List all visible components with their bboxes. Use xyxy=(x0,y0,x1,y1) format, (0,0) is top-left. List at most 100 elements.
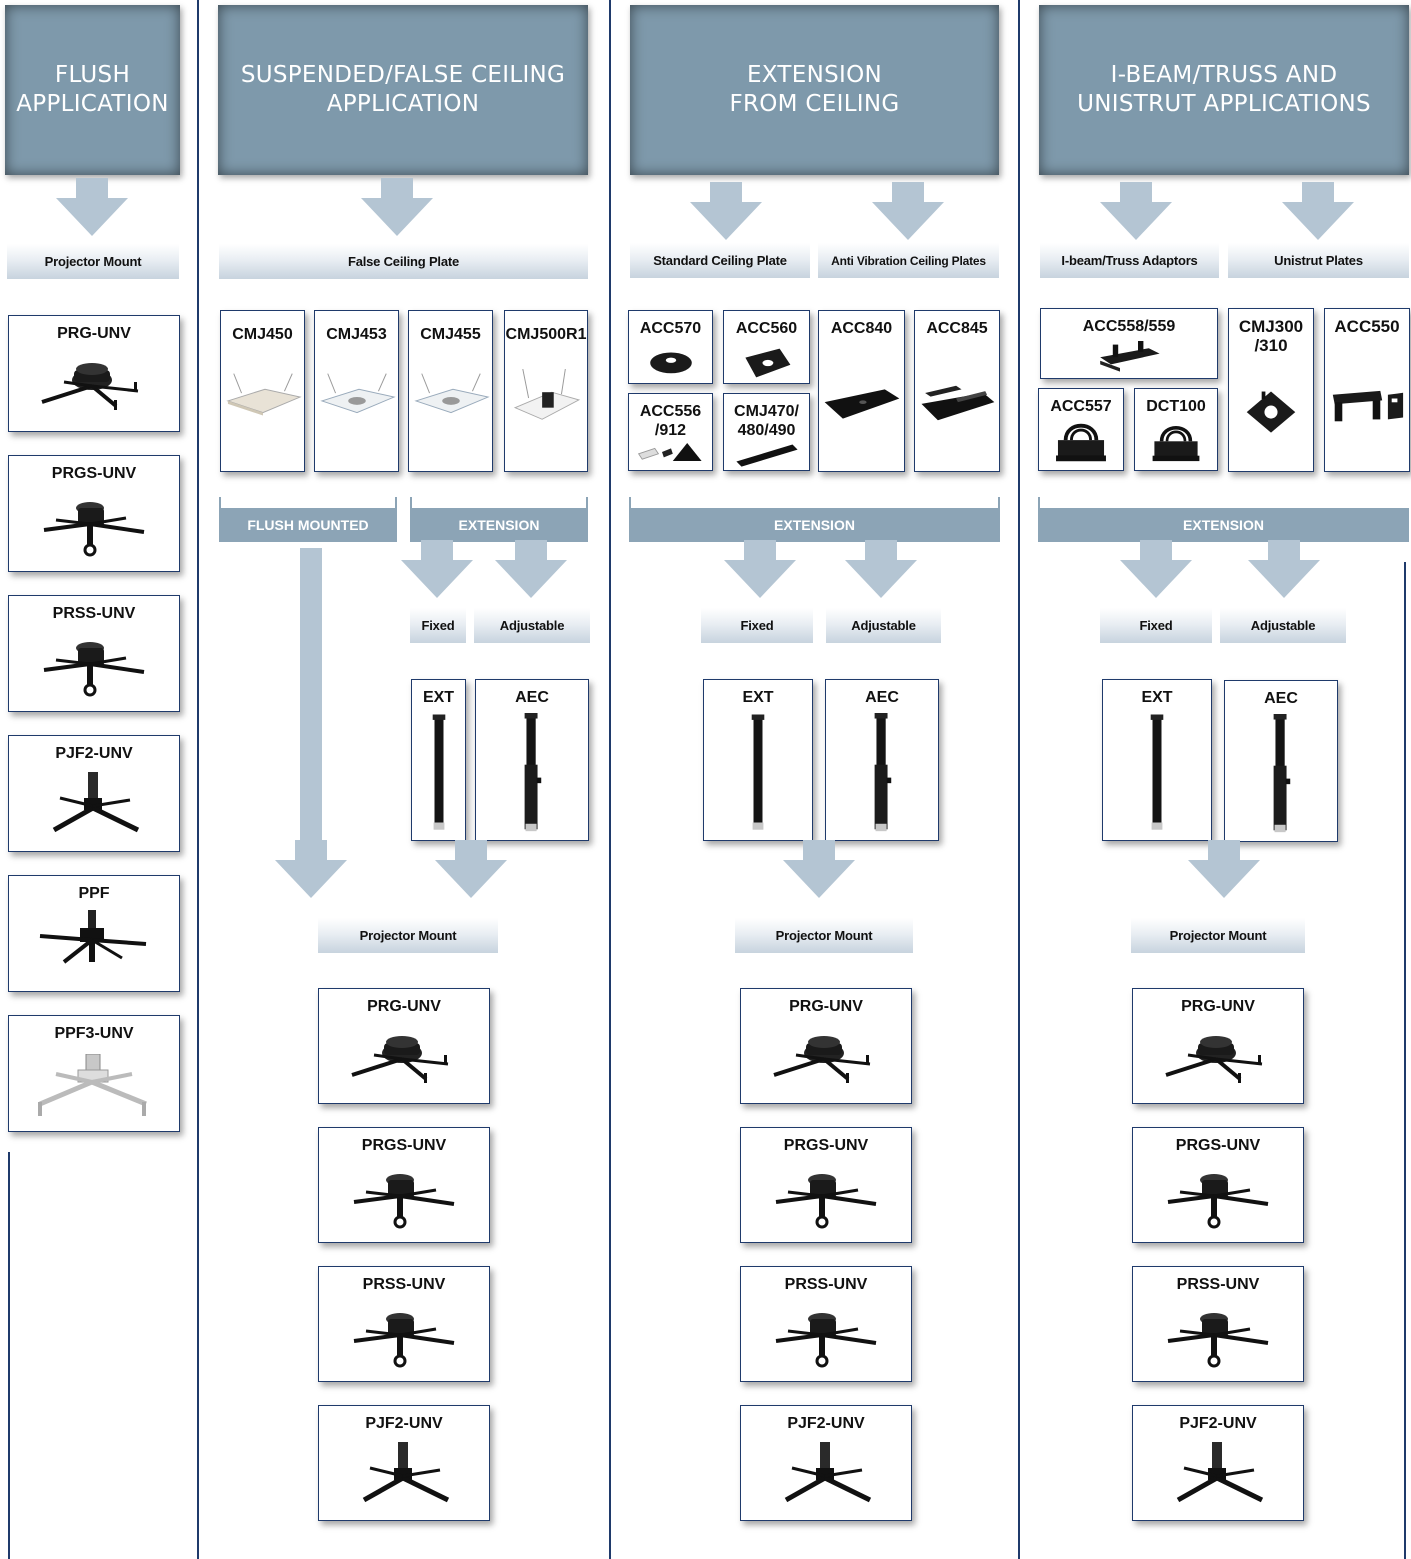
product-name: DCT100 xyxy=(1146,398,1206,415)
ibeam-truss-adaptors-label: I-beam/Truss Adaptors xyxy=(1040,243,1219,278)
product-name: ACC557 xyxy=(1050,398,1112,415)
product-name: CMJ500R1 xyxy=(505,326,587,343)
product-card-prg-unv[interactable]: PRG-UNV xyxy=(740,988,912,1104)
product-card-cmj300-310[interactable]: CMJ300 /310 xyxy=(1228,308,1314,472)
product-name: AEC xyxy=(515,689,549,706)
down-arrow-icon xyxy=(872,182,944,240)
product-card-prg-unv[interactable]: PRG-UNV xyxy=(1132,988,1304,1104)
projector-mount-prgs-icon xyxy=(344,1166,464,1236)
product-card-aec[interactable]: AEC xyxy=(825,679,939,841)
product-card-prss-unv[interactable]: PRSS-UNV xyxy=(318,1266,490,1382)
product-card-prss-unv[interactable]: PRSS-UNV xyxy=(740,1266,912,1382)
unistrut-plate-icon xyxy=(1329,389,1405,427)
product-name: PRG-UNV xyxy=(789,998,863,1015)
unistrut-plates-label: Unistrut Plates xyxy=(1228,243,1409,278)
product-card-acc558-559[interactable]: ACC558/559 xyxy=(1040,308,1218,379)
product-card-pjf2-unv[interactable]: PJF2-UNV xyxy=(8,735,180,852)
product-name: PRGS-UNV xyxy=(51,465,137,482)
product-card-acc560[interactable]: ACC560 xyxy=(723,310,810,384)
product-name: PJF2-UNV xyxy=(787,1415,865,1432)
product-card-ext[interactable]: EXT xyxy=(411,679,466,841)
ceiling-plate-icon xyxy=(739,345,795,381)
adjustable-pole-icon xyxy=(870,708,894,838)
product-card-aec[interactable]: AEC xyxy=(475,679,589,841)
product-card-pjf2-unv[interactable]: PJF2-UNV xyxy=(1132,1405,1304,1521)
product-card-pjf2-unv[interactable]: PJF2-UNV xyxy=(318,1405,490,1521)
projector-mount-ppf3-icon xyxy=(34,1054,154,1124)
product-card-prgs-unv[interactable]: PRGS-UNV xyxy=(8,455,180,572)
standard-ceiling-plate-label: Standard Ceiling Plate xyxy=(630,243,810,278)
bracket-tick xyxy=(629,497,631,509)
projector-mount-prss-icon xyxy=(1158,1305,1278,1375)
product-card-acc556-912[interactable]: ACC556 /912 xyxy=(628,393,713,471)
product-name: PRG-UNV xyxy=(367,998,441,1015)
ibeam-bracket-icon xyxy=(1092,341,1166,377)
anti-vibration-label: Anti Vibration Ceiling Plates xyxy=(818,243,999,278)
product-card-cmj455[interactable]: CMJ455 xyxy=(408,310,493,472)
product-name: ACC840 xyxy=(830,320,893,337)
product-card-cmj470[interactable]: CMJ470/ 480/490 xyxy=(723,393,810,471)
product-card-aec[interactable]: AEC xyxy=(1224,680,1338,842)
truss-clamp-icon xyxy=(1052,419,1110,467)
down-arrow-icon xyxy=(1100,182,1172,240)
product-card-prg-unv[interactable]: PRG-UNV xyxy=(8,315,180,432)
product-card-acc550[interactable]: ACC550 xyxy=(1324,308,1410,472)
down-arrow-icon xyxy=(724,540,796,598)
down-arrow-icon xyxy=(1188,840,1260,898)
projector-mount-label: Projector Mount xyxy=(318,918,498,953)
product-card-acc570[interactable]: ACC570 xyxy=(628,310,713,384)
product-card-prg-unv[interactable]: PRG-UNV xyxy=(318,988,490,1104)
product-card-ext[interactable]: EXT xyxy=(703,679,813,841)
product-name: PRG-UNV xyxy=(57,325,131,342)
product-card-dct100[interactable]: DCT100 xyxy=(1134,388,1218,471)
projector-mount-prg-icon xyxy=(34,356,154,416)
product-card-acc840[interactable]: ACC840 xyxy=(818,310,905,472)
product-name: ACC558/559 xyxy=(1082,318,1176,335)
product-name: PPF xyxy=(78,885,110,902)
product-card-acc557[interactable]: ACC557 xyxy=(1038,388,1124,471)
product-card-pjf2-unv[interactable]: PJF2-UNV xyxy=(740,1405,912,1521)
product-name: EXT xyxy=(742,689,774,706)
down-arrow-icon xyxy=(1120,540,1192,598)
down-arrow-icon xyxy=(401,540,473,598)
product-card-ppf[interactable]: PPF xyxy=(8,875,180,992)
anti-vibration-plate-icon xyxy=(916,381,998,425)
false-ceiling-plate-label: False Ceiling Plate xyxy=(219,244,588,279)
product-card-cmj453[interactable]: CMJ453 xyxy=(314,310,399,472)
down-arrow-icon xyxy=(845,540,917,598)
projector-mount-prg-icon xyxy=(766,1029,886,1089)
projector-mount-prg-icon xyxy=(344,1029,464,1089)
product-card-prgs-unv[interactable]: PRGS-UNV xyxy=(318,1127,490,1243)
product-name: ACC845 xyxy=(926,320,988,337)
product-name: PRGS-UNV xyxy=(1175,1137,1261,1154)
down-arrow-icon xyxy=(56,178,128,236)
product-name: PRSS-UNV xyxy=(362,1276,446,1293)
product-name: PRG-UNV xyxy=(1181,998,1255,1015)
projector-mount-label: Projector Mount xyxy=(7,244,179,279)
product-name: CMJ300 /310 xyxy=(1238,317,1304,355)
bracket-tick xyxy=(219,497,221,509)
product-card-cmj500r1[interactable]: CMJ500R1 xyxy=(504,310,588,472)
product-card-acc845[interactable]: ACC845 xyxy=(914,310,1000,472)
extension-pole-icon xyxy=(749,708,767,838)
ceiling-plate-icon xyxy=(732,436,802,470)
product-card-cmj450[interactable]: CMJ450 xyxy=(220,310,305,472)
product-card-ext[interactable]: EXT xyxy=(1102,679,1212,841)
projector-mount-label: Projector Mount xyxy=(1131,918,1305,953)
product-name: PPF3-UNV xyxy=(54,1025,134,1042)
product-name: PRGS-UNV xyxy=(361,1137,447,1154)
product-card-prgs-unv[interactable]: PRGS-UNV xyxy=(1132,1127,1304,1243)
product-name: CMJ470/ 480/490 xyxy=(734,403,799,439)
extension-bar: EXTENSION xyxy=(1038,508,1409,542)
down-arrow-icon xyxy=(495,540,567,598)
adjustable-label: Adjustable xyxy=(474,608,590,643)
projector-mount-prss-icon xyxy=(344,1305,464,1375)
product-card-ppf3-unv[interactable]: PPF3-UNV xyxy=(8,1015,180,1132)
product-card-prgs-unv[interactable]: PRGS-UNV xyxy=(740,1127,912,1243)
product-card-prss-unv[interactable]: PRSS-UNV xyxy=(8,595,180,712)
adjustable-pole-icon xyxy=(1269,709,1293,839)
product-name: PRSS-UNV xyxy=(1176,1276,1260,1293)
product-card-prss-unv[interactable]: PRSS-UNV xyxy=(1132,1266,1304,1382)
projector-mount-pjf-icon xyxy=(344,1442,464,1512)
projector-mount-prg-icon xyxy=(1158,1029,1278,1089)
